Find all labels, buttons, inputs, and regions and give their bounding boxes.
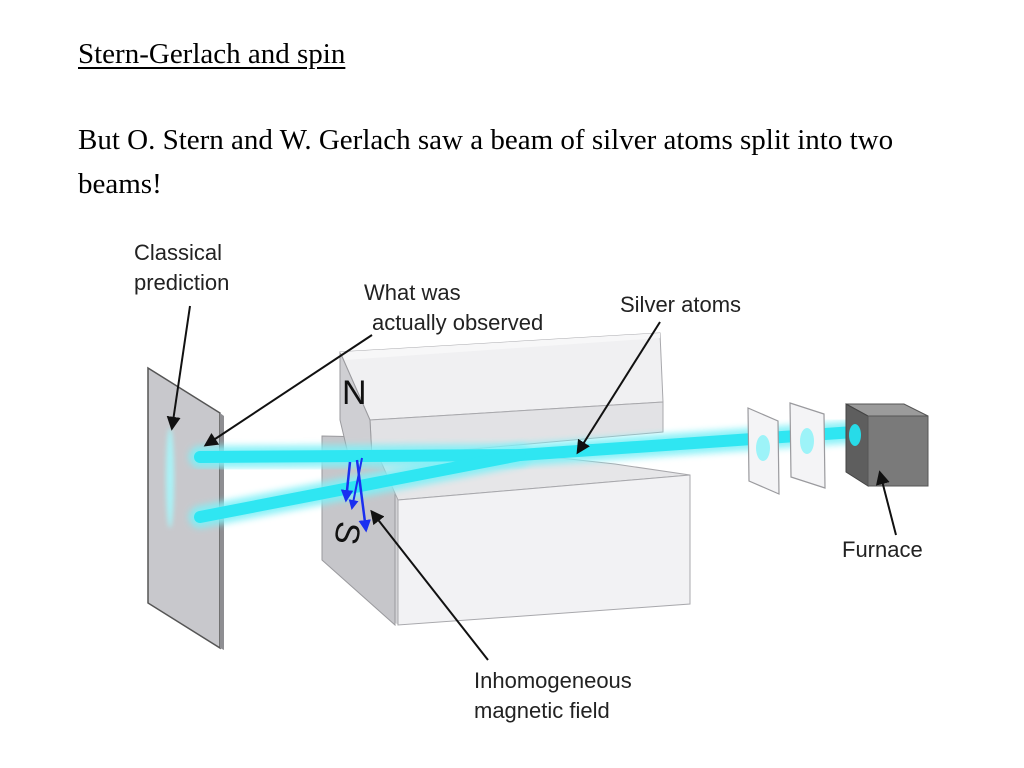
label-furnace: Furnace <box>842 537 923 562</box>
label-observed-line1: What was <box>364 280 461 305</box>
silver-atoms-arrow <box>576 321 661 455</box>
collimating-slit-2 <box>789 402 826 489</box>
label-classical-line2: prediction <box>134 270 229 295</box>
label-observed-line2: actually observed <box>372 310 543 335</box>
annotation-arrows <box>166 305 897 661</box>
north-magnet: N <box>339 332 664 463</box>
furnace-arrow <box>876 470 897 536</box>
north-pole-label: N <box>342 374 367 412</box>
collimating-slit-1 <box>747 407 780 495</box>
classical-prediction-arrow <box>166 305 191 431</box>
slide-title: Stern-Gerlach and spin <box>78 38 346 70</box>
slide-body-text: But O. Stern and W. Gerlach saw a beam o… <box>78 124 894 200</box>
label-field-line1: Inhomogeneous <box>474 668 632 693</box>
label-silver-atoms: Silver atoms <box>620 292 741 317</box>
label-classical-line1: Classical <box>134 240 222 265</box>
observed-arrow <box>203 334 373 447</box>
furnace <box>845 403 929 487</box>
label-field-line2: magnetic field <box>474 698 610 723</box>
classical-prediction-smear <box>166 428 174 528</box>
magnetic-field-arrow <box>370 509 489 661</box>
magnetic-field-arrows <box>340 457 371 533</box>
detection-screen <box>147 366 224 650</box>
